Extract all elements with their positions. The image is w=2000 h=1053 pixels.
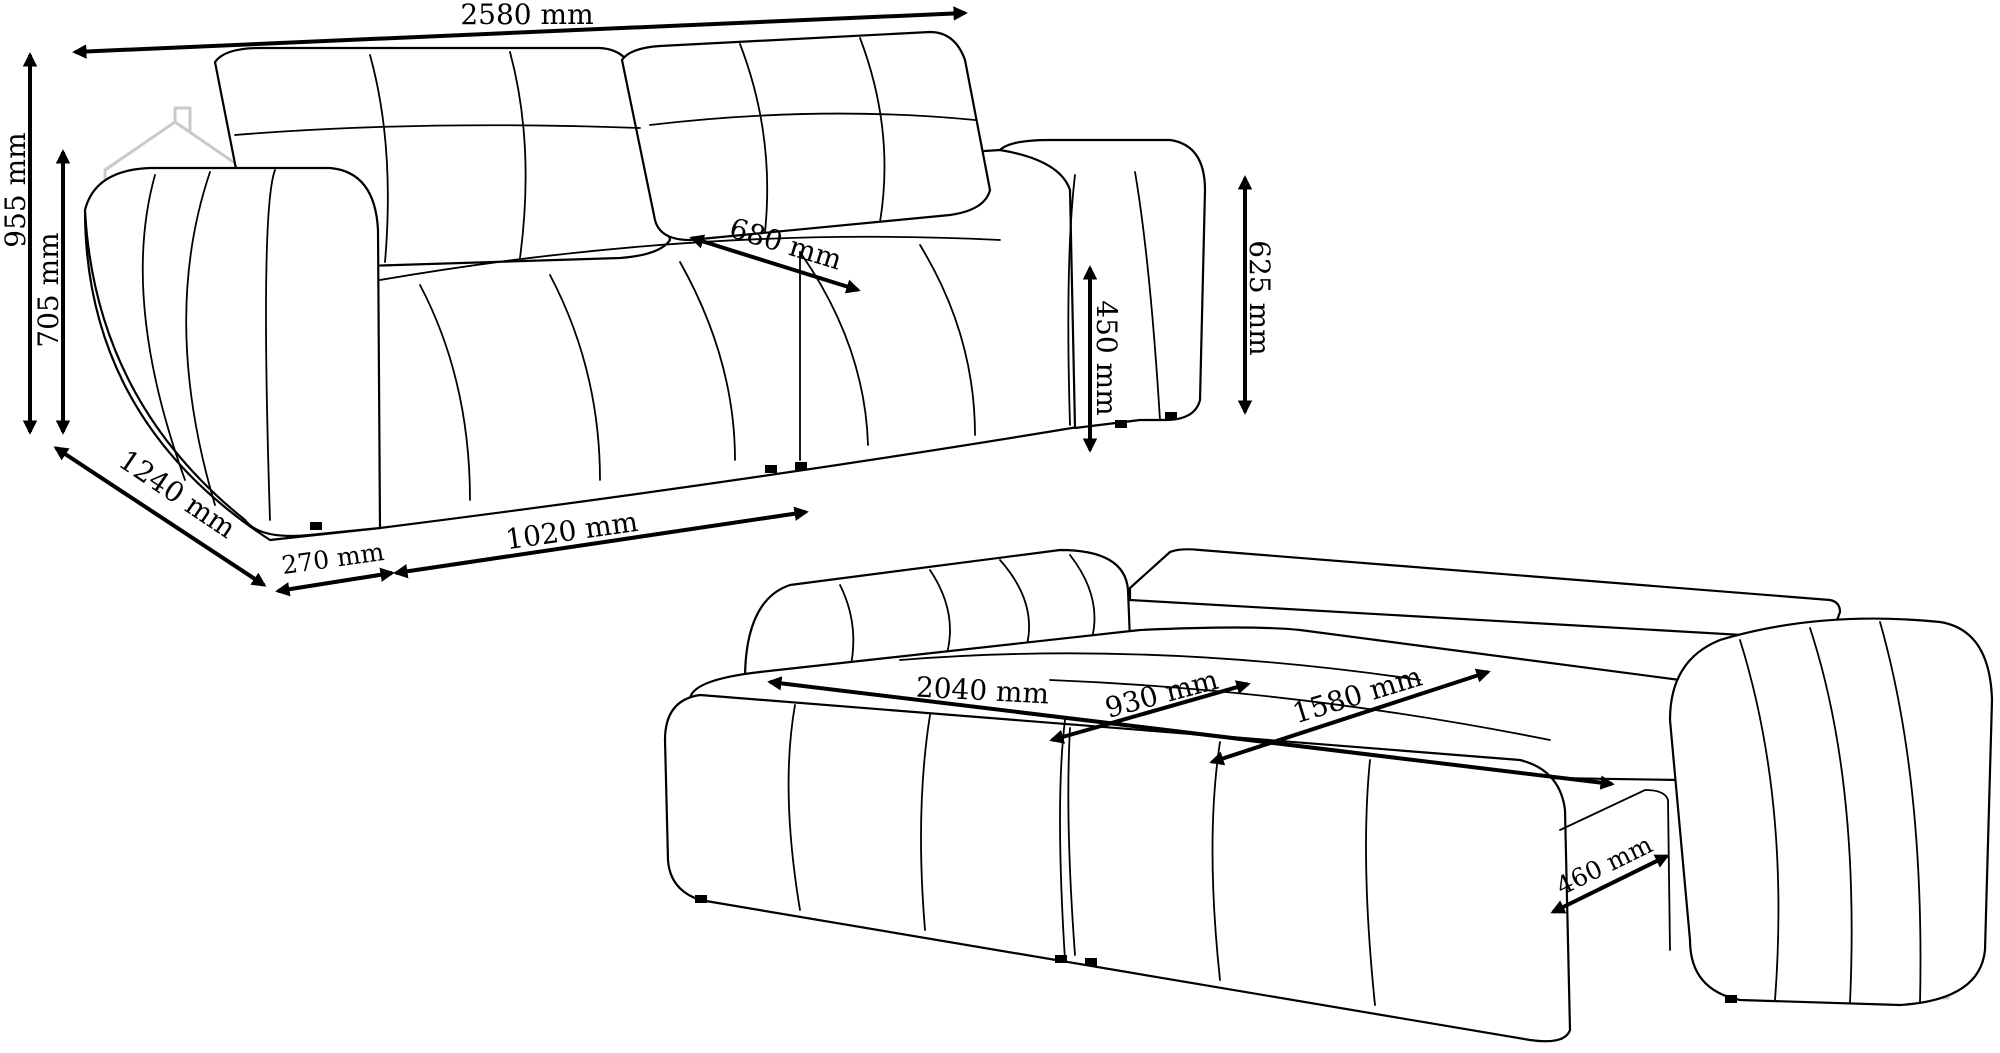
dimension-armrest-width: 270 mm xyxy=(275,537,395,597)
label-seat-height: 450 mm xyxy=(1090,300,1123,415)
dimension-armrest-height: 705 mm xyxy=(32,149,71,435)
sofa-bed-open-view xyxy=(663,548,1994,1043)
dimension-total-height: 955 mm xyxy=(0,52,38,435)
dimension-backrest-height: 625 mm xyxy=(1237,175,1276,415)
label-total-width: 2580 mm xyxy=(460,0,593,31)
dimension-storage-depth: 460 mm xyxy=(1550,830,1670,914)
label-armrest-width: 270 mm xyxy=(280,537,386,580)
label-backrest-height: 625 mm xyxy=(1243,240,1276,355)
dimension-seat-height: 450 mm xyxy=(1082,265,1123,453)
dimension-seat-width: 1020 mm xyxy=(393,505,809,579)
label-armrest-height: 705 mm xyxy=(32,232,65,347)
sofa-closed-view xyxy=(83,30,1207,542)
label-bed-length: 2040 mm xyxy=(915,671,1050,711)
dimension-total-width: 2580 mm xyxy=(72,0,968,59)
label-total-height: 955 mm xyxy=(0,132,32,247)
label-storage-depth: 460 mm xyxy=(1552,830,1658,901)
